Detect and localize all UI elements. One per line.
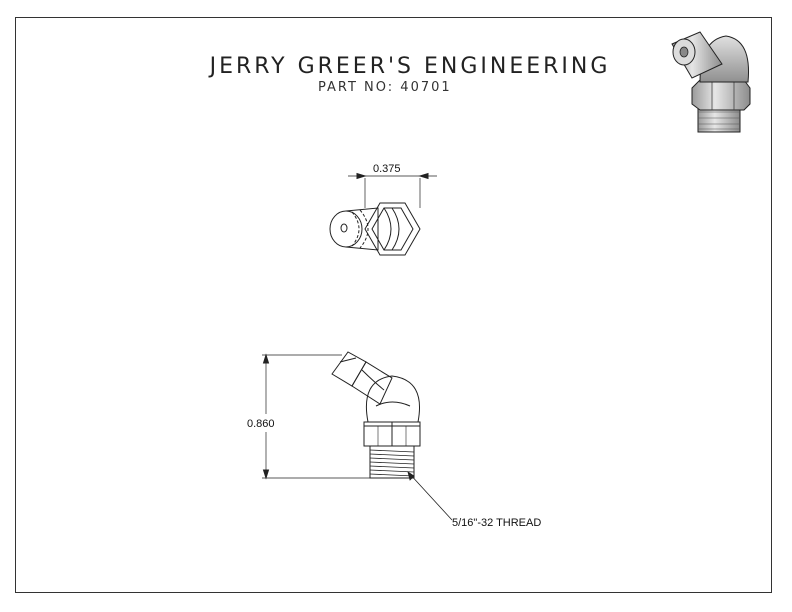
top-view bbox=[329, 172, 437, 256]
dim-height-label: 0.860 bbox=[247, 418, 275, 430]
drawing-border bbox=[15, 17, 772, 593]
front-view bbox=[262, 351, 421, 480]
isometric-view bbox=[671, 31, 751, 133]
dim-width-label: 0.375 bbox=[373, 163, 401, 175]
company-title: JERRY GREER'S ENGINEERING bbox=[209, 54, 611, 79]
iso-hex bbox=[691, 79, 751, 111]
thread-leader bbox=[407, 471, 453, 521]
part-number: PART NO: 40701 bbox=[318, 80, 452, 95]
thread-note: 5/16"-32 THREAD bbox=[452, 517, 541, 529]
